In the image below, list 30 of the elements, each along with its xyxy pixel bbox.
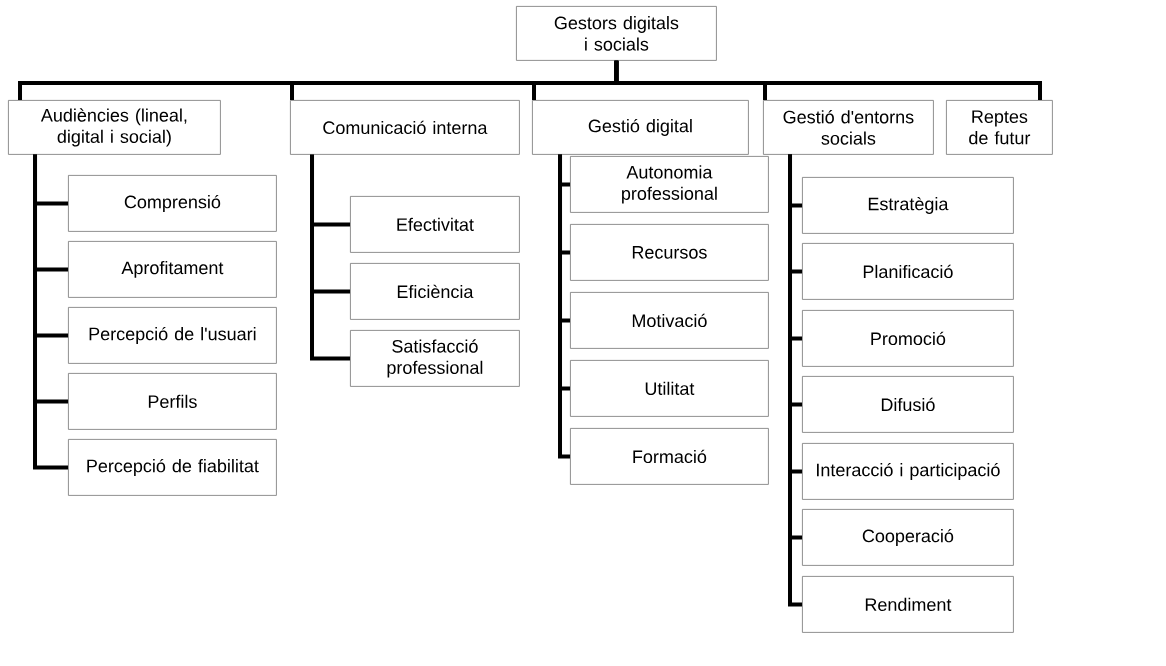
item-box: Difusió [802,376,1014,433]
item-box: Recursos [570,224,769,281]
item-box: Efectivitat [350,196,520,253]
item-box: Planificació [802,243,1014,300]
category-box: Comunicació interna [290,100,520,155]
item-box: Eficiència [350,263,520,320]
item-box: Cooperació [802,509,1014,566]
item-box: Estratègia [802,177,1014,234]
connector-line [614,60,1042,100]
item-box: Autonomia professional [570,156,769,213]
item-box: Utilitat [570,360,769,417]
item-box: Promoció [802,310,1014,367]
item-box: Comprensió [68,175,277,232]
category-box: Gestió digital [532,100,749,155]
item-box: Percepció de l'usuari [68,307,277,364]
category-box: Reptes de futur [946,100,1053,155]
category-box: Audiències (lineal, digital i social) [8,100,221,155]
item-box: Rendiment [802,576,1014,633]
category-box: Gestió d'entorns socials [763,100,934,155]
title-box: Gestors digitals i socials [516,6,717,61]
item-box: Interacció i participació [802,443,1014,500]
item-box: Formació [570,428,769,485]
item-box: Motivació [570,292,769,349]
connector-line [33,154,68,470]
item-box: Satisfacció professional [350,330,520,387]
item-box: Perfils [68,373,277,430]
connector-line [310,154,350,361]
item-box: Aprofitament [68,241,277,298]
item-box: Percepció de fiabilitat [68,439,277,496]
connector-line [558,154,570,459]
